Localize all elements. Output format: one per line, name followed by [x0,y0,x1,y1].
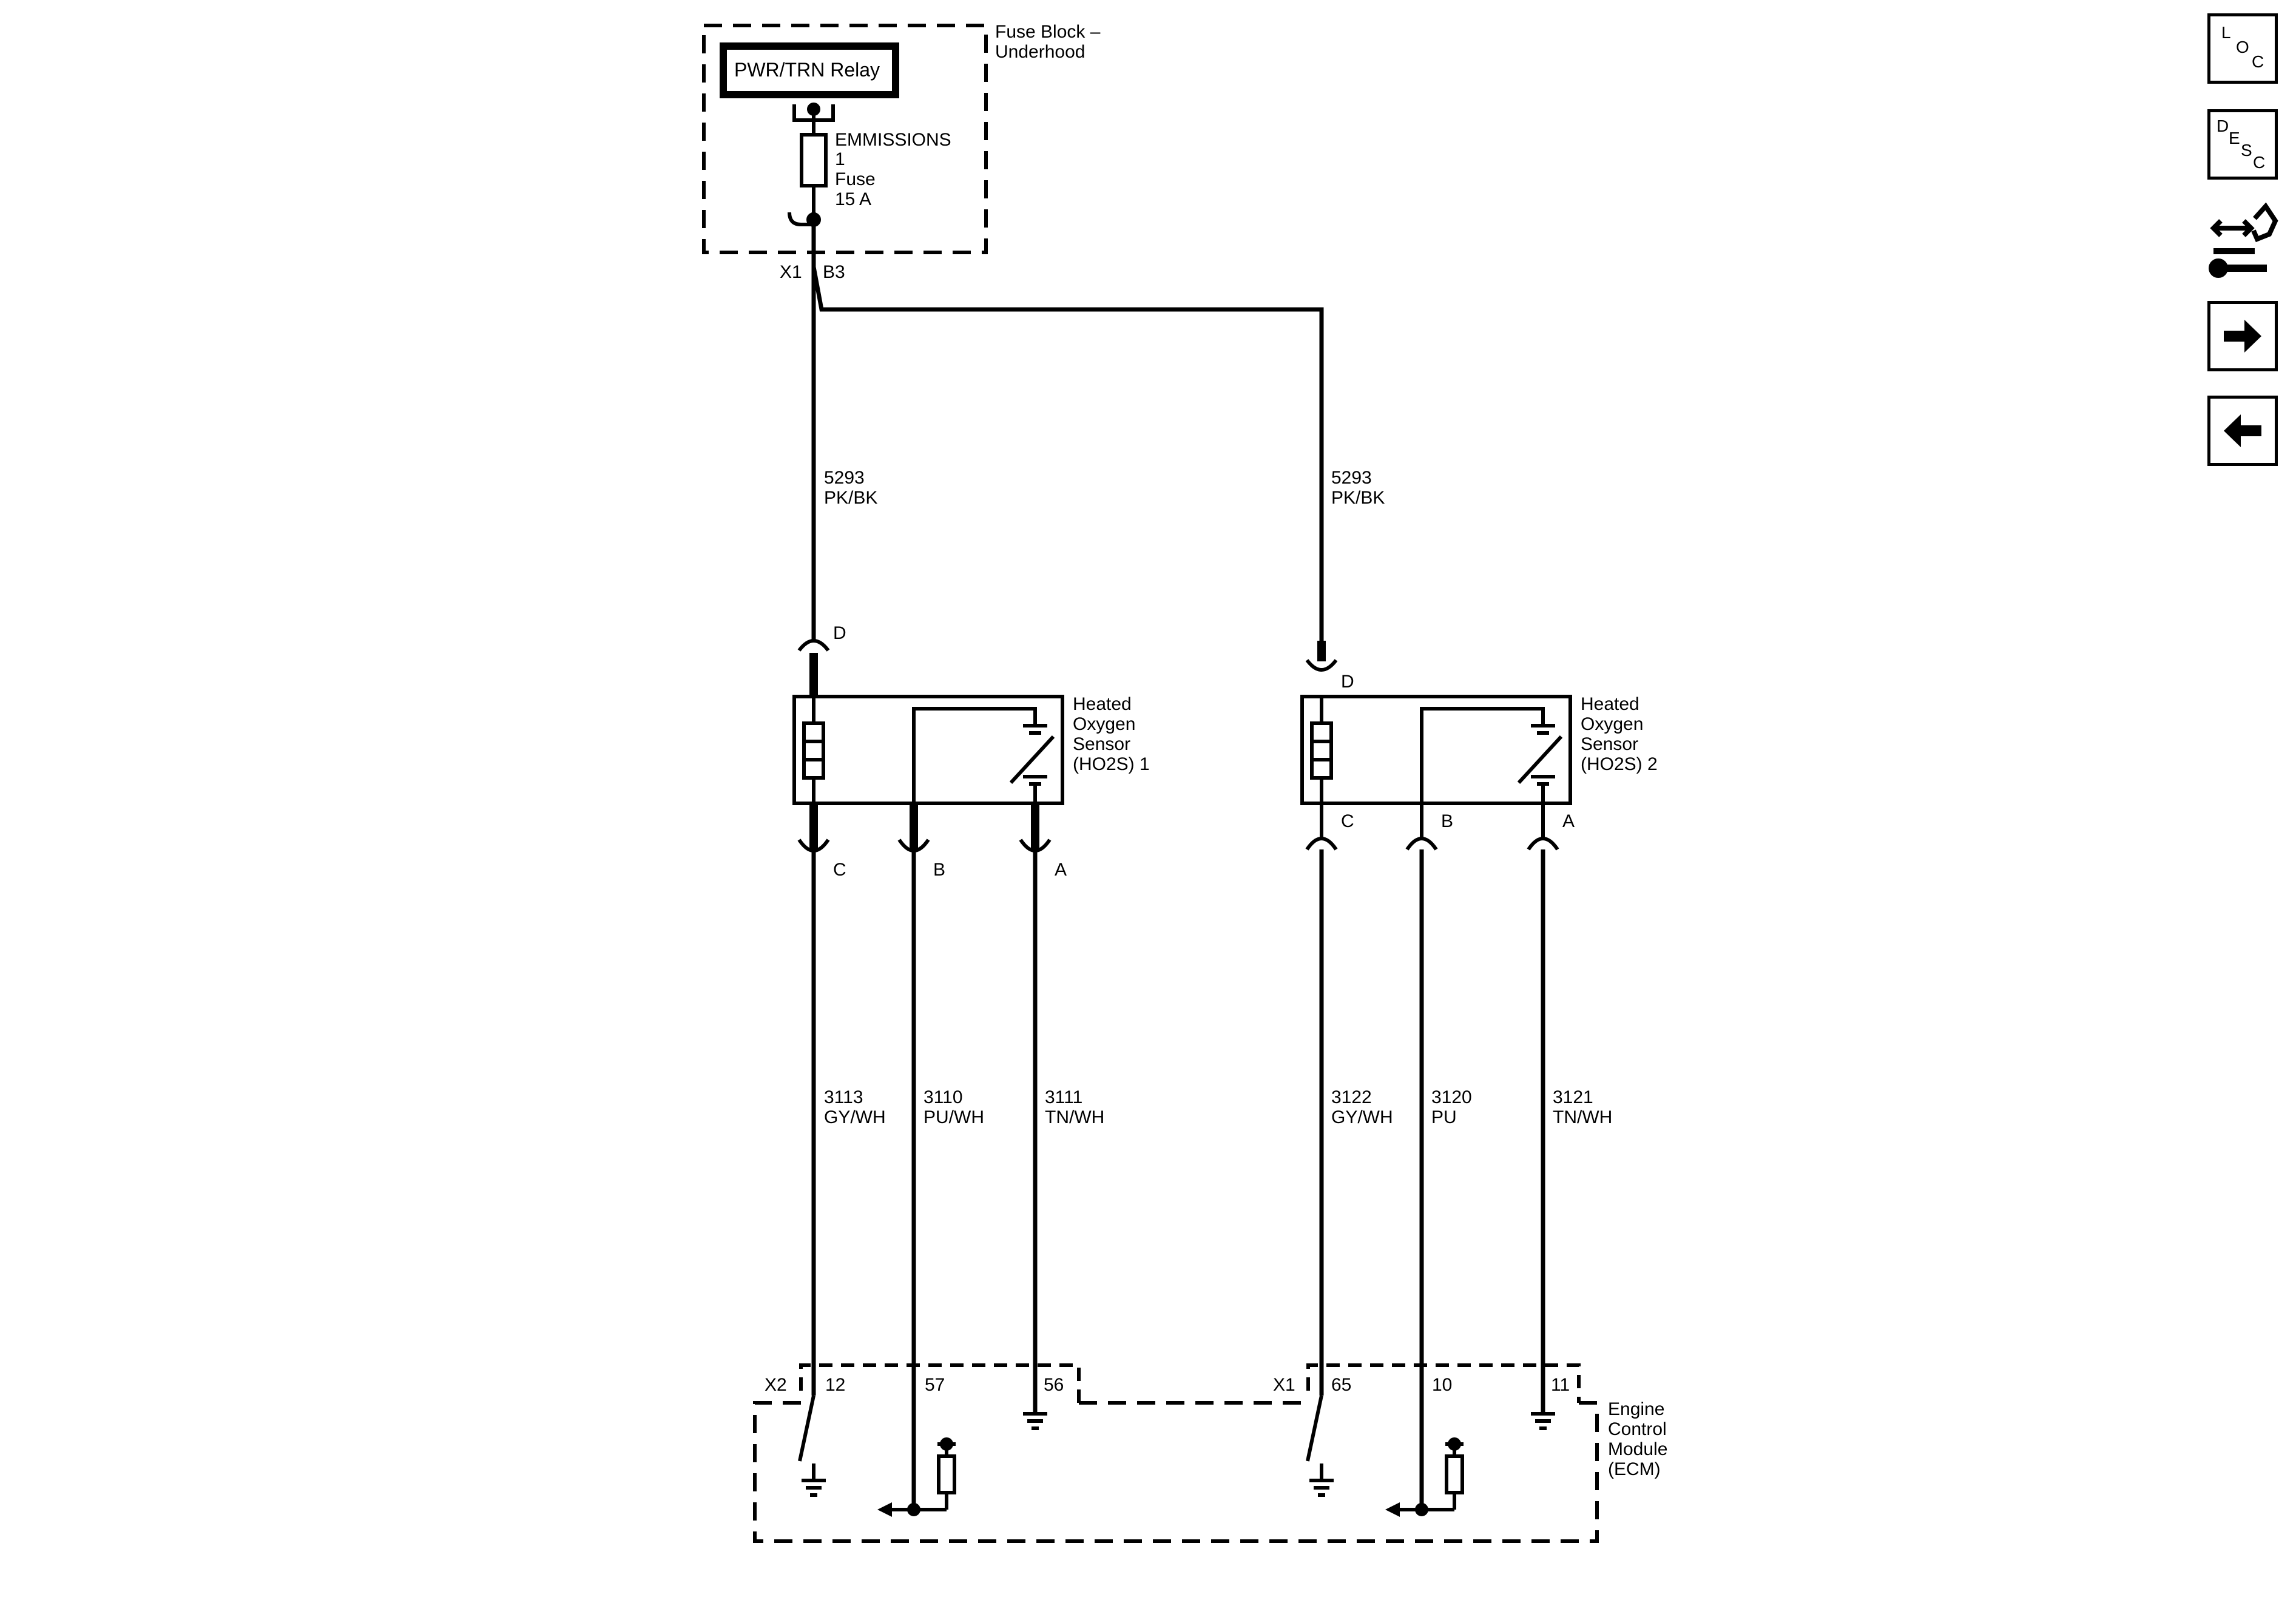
ecm-connector-x2: X2 [765,1375,787,1395]
signal-circuit-3121-color: TN/WH [1553,1107,1612,1127]
ho2s-1-name-4: (HO2S) 1 [1073,754,1150,774]
signal-circuit-3111-color: TN/WH [1045,1107,1104,1127]
ecm-pin-12: 12 [825,1375,845,1395]
feed-circuit-1-color: PK/BK [824,488,877,508]
signal-circuit-3113-color: GY/WH [824,1107,886,1127]
ecm-pin-57: 57 [925,1375,945,1395]
ecm-name-3: Module [1608,1439,1667,1459]
ecm-pin-11: 11 [1551,1375,1570,1395]
ho2s-1-pin-c: C [833,860,846,880]
ecm-outline [753,1401,1599,1543]
ho2s-1-name-1: Heated [1073,694,1132,714]
ho2s-1-pin-d: D [833,623,846,643]
feed-circuit-2-color: PK/BK [1331,488,1385,508]
ho2s-1-name-3: Sensor [1073,734,1130,754]
signal-circuit-3110-color: PU/WH [923,1107,984,1127]
ho2s-2-name-2: Oxygen [1581,714,1643,734]
signal-circuit-3121-number: 3121 [1553,1087,1593,1107]
fuse-connector: X1 [780,262,802,282]
desc-letter-c: C [2253,153,2265,172]
next-arrow-icon [2224,320,2261,353]
signal-circuit-3122-number: 3122 [1331,1087,1372,1107]
ho2s-2-pin-a: A [1562,811,1575,831]
desc-button[interactable]: D E S C [2207,109,2278,180]
previous-button[interactable] [2207,396,2278,466]
ho2s-2-pin-d: D [1341,672,1354,692]
loc-button[interactable]: L O C [2207,13,2278,84]
fuse-symbol [800,133,828,187]
ho2s-2-name-1: Heated [1581,694,1639,714]
feed-circuit-2-number: 5293 [1331,468,1372,488]
ecm-pin-65: 65 [1331,1375,1351,1395]
ho2s-1-box [792,695,1064,805]
ho2s-1-name-2: Oxygen [1073,714,1135,734]
loc-letter-o: O [2236,38,2249,56]
relay-box [720,42,899,98]
feed-circuit-1-number: 5293 [824,468,865,488]
desc-letter-e: E [2229,129,2240,147]
connector-info-icon[interactable] [2206,200,2280,280]
next-button[interactable] [2207,301,2278,371]
signal-circuit-3120-number: 3120 [1431,1087,1472,1107]
fuse-block-title-1: Fuse Block – [995,22,1101,42]
fuse-rating: 15 A [835,189,871,209]
fuse-pin: B3 [823,262,845,282]
ecm-connector-x1: X1 [1273,1375,1295,1395]
fuse-block-title-2: Underhood [995,42,1085,62]
signal-circuit-3120-color: PU [1431,1107,1457,1127]
ho2s-1-pin-b: B [933,860,945,880]
signal-circuit-3122-color: GY/WH [1331,1107,1393,1127]
loc-letter-c: C [2252,52,2264,71]
ho2s-2-box [1300,695,1572,805]
ho2s-2-name-4: (HO2S) 2 [1581,754,1658,774]
ho2s-2-pin-c: C [1341,811,1354,831]
previous-arrow-icon [2224,414,2261,447]
relay-label: PWR/TRN Relay [734,59,880,81]
fuse-number: 1 [835,149,845,169]
ecm-pin-56: 56 [1044,1375,1064,1395]
ecm-pin-10: 10 [1432,1375,1452,1395]
fuse-block-outline [702,24,988,254]
ho2s-1-pin-a: A [1055,860,1067,880]
fuse-word: Fuse [835,169,876,189]
ecm-name-1: Engine [1608,1399,1664,1419]
signal-circuit-3110-number: 3110 [923,1087,963,1107]
ecm-name-4: (ECM) [1608,1459,1661,1479]
signal-circuit-3111-number: 3111 [1045,1087,1082,1107]
loc-letter-l: L [2221,23,2231,42]
ho2s-2-pin-b: B [1441,811,1453,831]
signal-circuit-3113-number: 3113 [824,1087,863,1107]
desc-letter-d: D [2217,116,2229,135]
ecm-name-2: Control [1608,1419,1667,1439]
desc-letter-s: S [2241,141,2252,160]
ho2s-2-name-3: Sensor [1581,734,1638,754]
fuse-name: EMMISSIONS [835,130,951,150]
